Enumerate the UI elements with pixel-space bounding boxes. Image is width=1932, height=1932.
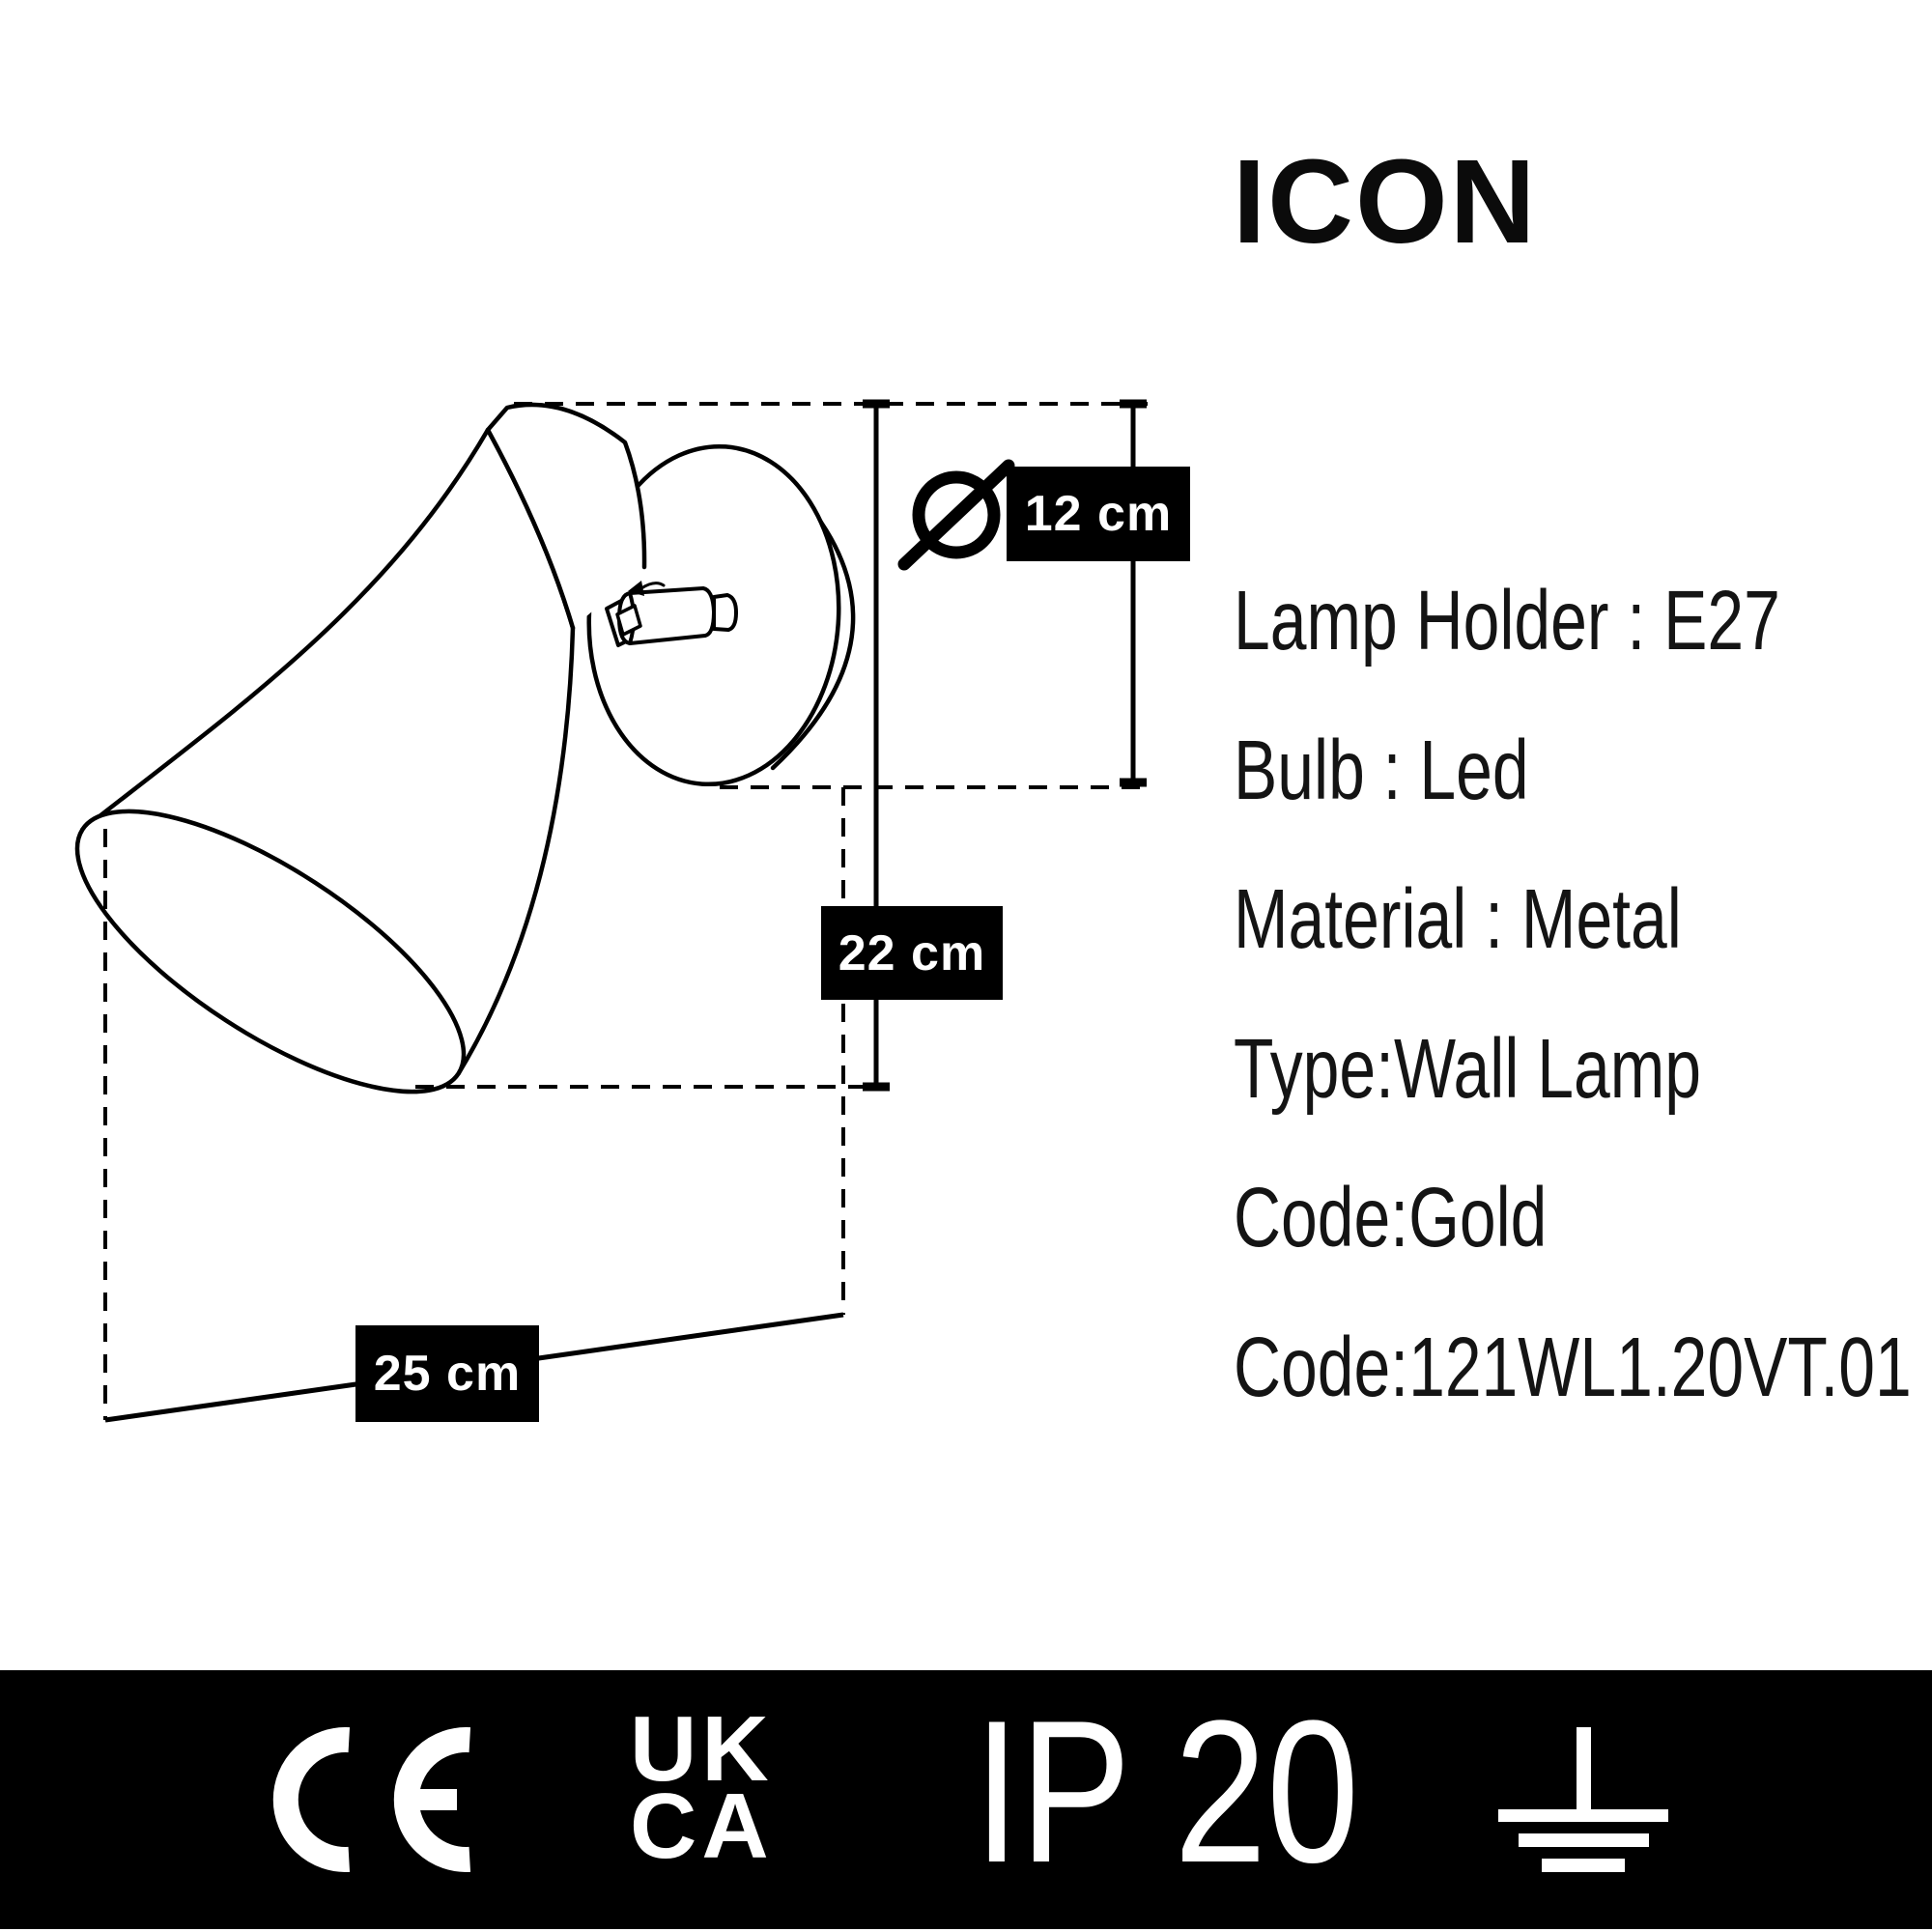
diameter-dimension-label: 12 cm xyxy=(1007,467,1190,561)
cone-shade-drawing xyxy=(74,427,576,1094)
earth-stem xyxy=(1577,1727,1591,1811)
joint-bolt xyxy=(615,604,642,637)
construction-lines xyxy=(103,402,1148,1420)
ukca-line-ca: CA xyxy=(630,1775,774,1878)
product-title: ICON xyxy=(1233,136,1538,269)
height-dimension-caps xyxy=(863,399,890,1092)
width-dimension-label: 25 cm xyxy=(355,1325,539,1422)
rotation-arrow-head xyxy=(628,581,644,596)
neck-outline xyxy=(485,402,647,570)
diameter-icon-slash xyxy=(897,459,1015,571)
height-dimension-value: 22 cm xyxy=(838,924,986,981)
rotation-arrow-tail xyxy=(639,582,666,590)
spec-line-material: Material : Metal xyxy=(1234,872,1682,966)
diameter-icon-circle xyxy=(912,470,1001,559)
joint-arm xyxy=(617,586,716,645)
width-dimension-value: 25 cm xyxy=(373,1346,522,1402)
neck-fill xyxy=(488,404,645,628)
ip-rating-text: IP 20 xyxy=(974,1678,1359,1905)
cone-shade-opening xyxy=(74,809,467,1094)
ce-letter-c xyxy=(272,1727,351,1872)
ukca-line-uk: UK xyxy=(630,1697,774,1801)
spec-line-bulb: Bulb : Led xyxy=(1234,724,1529,817)
height-dimension-label: 22 cm xyxy=(821,906,1003,1000)
ce-mark-icon xyxy=(272,1727,471,1872)
certification-bar: UK CA IP 20 xyxy=(0,1670,1932,1929)
neck-cylinder-drawing xyxy=(485,402,647,631)
earth-bar-3 xyxy=(1542,1859,1625,1872)
pivot-joint-drawing xyxy=(605,581,738,647)
earth-ground-icon xyxy=(1498,1727,1668,1872)
spec-line-type: Type:Wall Lamp xyxy=(1234,1022,1702,1116)
diameter-dimension-value: 12 cm xyxy=(1024,486,1173,542)
diameter-dimension-caps xyxy=(1120,399,1147,787)
diameter-icon xyxy=(897,459,1015,571)
earth-bar-1 xyxy=(1498,1809,1668,1822)
ukca-mark: UK CA xyxy=(630,1697,774,1878)
earth-bar-2 xyxy=(1519,1833,1649,1847)
joint-knob xyxy=(712,593,738,632)
spec-line-lamp-holder: Lamp Holder : E27 xyxy=(1234,574,1780,668)
neck-cone-intersection-line xyxy=(485,427,576,631)
spec-line-code-color: Code:Gold xyxy=(1234,1171,1548,1264)
spec-line-code-sku: Code:121WL1.20VT.01 xyxy=(1234,1321,1912,1414)
